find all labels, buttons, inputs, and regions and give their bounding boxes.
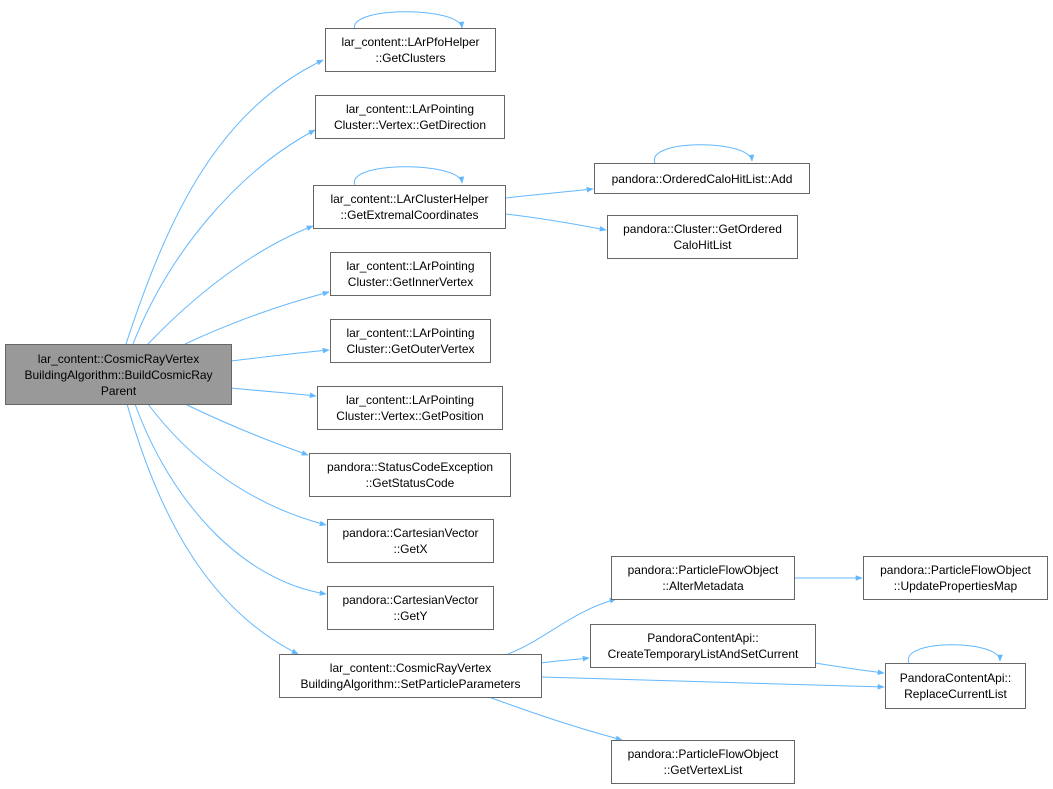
node-label-line-2: ::GetClusters [375,51,446,65]
node-label-line-1: pandora::OrderedCaloHitList::Add [611,171,793,186]
node-label-line-2: CaloHitList [673,238,732,252]
node-label-line-2: ::GetX [393,542,428,556]
node-label-line-2: ::GetY [393,609,428,623]
node-label-line-1: pandora::ParticleFlowObject [627,747,779,761]
edge-build-to-innervertex [184,290,330,345]
node-label-line-1: lar_content::LArPointing [345,102,475,116]
node-build-cosmic-ray-parent[interactable]: lar_content::CosmicRayVertex BuildingAlg… [5,344,232,405]
node-pfo-get-clusters[interactable]: lar_content::LArPfoHelper ::GetClusters [325,28,496,72]
node-vertex-get-direction[interactable]: lar_content::LArPointing Cluster::Vertex… [315,95,505,139]
node-ordered-calo-hit-list-add[interactable]: pandora::OrderedCaloHitList::Add [594,163,810,194]
node-get-inner-vertex[interactable]: lar_content::LArPointing Cluster::GetInn… [330,252,491,296]
edge-setparams-to-replacelist [540,676,885,690]
node-label-line-2: CreateTemporaryListAndSetCurrent [607,647,799,661]
edge-build-to-outervertex [230,347,330,362]
node-label-line-2: ::GetExtremalCoordinates [340,208,479,222]
node-label-line-2: ::UpdatePropertiesMap [893,579,1018,593]
edge-build-to-getdirection [132,129,316,345]
node-label-line-3: Parent [100,383,137,398]
node-alter-metadata[interactable]: pandora::ParticleFlowObject ::AlterMetad… [611,556,795,600]
edge-build-to-gety [134,403,327,596]
node-set-particle-parameters[interactable]: lar_content::CosmicRayVertex BuildingAlg… [279,654,542,698]
node-update-properties-map[interactable]: pandora::ParticleFlowObject ::UpdateProp… [863,556,1048,600]
node-label-line-1: lar_content::CosmicRayVertex [37,351,200,366]
node-label-line-2: BuildingAlgorithm::SetParticleParameters [300,677,521,691]
node-label-line-1: PandoraContentApi:: [647,631,759,645]
node-label-line-2: ::GetVertexList [663,763,743,777]
node-get-ordered-calo-hit-list[interactable]: pandora::Cluster::GetOrdered CaloHitList [607,215,798,259]
edge-build-to-extremal [147,225,314,345]
edge-build-to-statuscode [184,403,309,456]
edge-replace-self-loop [908,644,1003,664]
node-get-extremal-coordinates[interactable]: lar_content::LArClusterHelper ::GetExtre… [313,185,506,229]
edge-createtemp-to-replacelist [814,662,885,675]
node-get-x[interactable]: pandora::CartesianVector ::GetX [327,519,494,563]
edge-setparams-to-getvertexlist [485,695,623,742]
edge-add-self-loop [654,144,755,164]
node-label-line-1: pandora::CartesianVector [342,593,479,607]
node-label-line-1: lar_content::LArPointing [346,326,475,340]
node-get-status-code[interactable]: pandora::StatusCodeException ::GetStatus… [309,453,511,497]
node-label-line-2: ::AlterMetadata [662,579,744,593]
node-label-line-2: ReplaceCurrentList [904,687,1007,701]
node-label-line-1: lar_content::CosmicRayVertex [329,661,492,675]
edge-build-to-setparams [126,403,299,655]
node-label-line-2: Cluster::GetOuterVertex [346,342,475,356]
node-replace-current-list[interactable]: PandoraContentApi:: ReplaceCurrentList [885,663,1026,709]
node-create-temporary-list[interactable]: PandoraContentApi:: CreateTemporaryListA… [590,624,816,668]
node-get-vertex-list[interactable]: pandora::ParticleFlowObject ::GetVertexL… [611,740,795,784]
node-get-outer-vertex[interactable]: lar_content::LArPointing Cluster::GetOut… [330,319,491,363]
edge-build-to-getposition [230,387,317,399]
node-label-line-1: lar_content::LArPointing [346,259,475,273]
edge-extremal-to-add [505,186,594,199]
node-label-line-1: lar_content::LArPfoHelper [341,35,480,49]
node-get-y[interactable]: pandora::CartesianVector ::GetY [327,586,494,630]
node-label-line-1: pandora::CartesianVector [342,526,479,540]
node-label-line-2: Cluster::Vertex::GetPosition [336,409,484,423]
node-label-line-1: lar_content::LArPointing [345,393,475,407]
node-label-line-1: pandora::ParticleFlowObject [627,563,779,577]
node-label-line-1: pandora::Cluster::GetOrdered [623,222,782,236]
node-label-line-2: Cluster::GetInnerVertex [347,275,474,289]
node-label-line-2: ::GetStatusCode [365,476,455,490]
node-label-line-1: pandora::StatusCodeException [326,460,494,474]
node-label-line-2: BuildingAlgorithm::BuildCosmicRay [24,367,213,382]
node-label-line-1: PandoraContentApi:: [899,671,1012,685]
node-label-line-1: lar_content::LArClusterHelper [330,192,489,206]
edge-extremal-to-getordered [505,213,607,232]
node-vertex-get-position[interactable]: lar_content::LArPointing Cluster::Vertex… [317,386,503,430]
node-label-line-2: Cluster::Vertex::GetDirection [333,118,487,132]
edge-setparams-to-altermeta [507,598,617,655]
edge-build-to-pfo-getclusters [125,59,324,345]
edge-setparams-to-createtemp [540,655,590,664]
node-label-line-1: pandora::ParticleFlowObject [880,563,1031,577]
edge-extremal-self-loop [354,166,465,186]
edge-build-to-getx [147,403,327,527]
edge-pfo-self-loop [354,11,465,31]
